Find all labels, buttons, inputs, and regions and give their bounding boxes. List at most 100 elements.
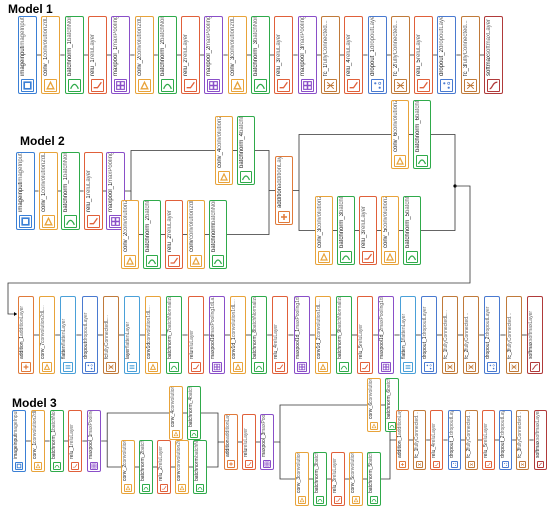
layer-block-relu-2[interactable]: relu_2reluLayer: [165, 200, 183, 269]
layer-block-relu-4[interactable]: relu_4reluLayer: [344, 16, 364, 94]
layer-block-conv-1[interactable]: conv_1convolution2dL...: [30, 410, 45, 472]
layer-block-relu-4[interactable]: relu_4reluLayer: [272, 296, 289, 374]
layer-block-relu-3[interactable]: relu_3reluLayer: [331, 452, 345, 506]
conv-layer-icon: [178, 484, 186, 492]
layer-block-maxpool-1[interactable]: maxpool_1maxPooling2dLa...: [106, 152, 125, 230]
layer-block-relu-3[interactable]: relu_3reluLayer: [359, 196, 377, 265]
layer-block-conv-5[interactable]: conv_5convolution2dL...: [349, 452, 363, 506]
layer-block-flatten[interactable]: flattenflattenLayer: [60, 296, 77, 374]
layer-block-batchnorm-2[interactable]: batchnorm_2batchNormalizat...: [157, 16, 177, 94]
relu-layer-icon: [86, 215, 100, 228]
layer-block-fc-1[interactable]: fc_1fullyConnectedL...: [442, 296, 458, 374]
layer-block-dropout-2[interactable]: dropout_2dropoutLayer: [484, 296, 501, 374]
layer-block-batchnorm-8[interactable]: batchnorm_8batchNormalizat...: [251, 296, 268, 374]
layer-block-batchnorm-9[interactable]: batchnorm_9batchNormalizat...: [336, 296, 352, 374]
layer-block-batchnorm-5[interactable]: batchnorm_5batchNormalizat...: [403, 196, 421, 265]
layer-block-batchnorm-5[interactable]: batchnorm_5batchNormalizat...: [367, 452, 381, 506]
layer-block-dropout-1[interactable]: dropout_1dropoutLayer: [367, 16, 387, 94]
layer-block-maxpool-2[interactable]: maxpool_2maxPooling2dLa...: [204, 16, 224, 94]
layer-block-maxpool1d-1[interactable]: maxpool1d_1maxPooling1dLa...: [293, 296, 310, 374]
layer-block-layer[interactable]: layerflattenLayer: [124, 296, 140, 374]
layer-block-conv-2[interactable]: conv_2convolution2dL...: [121, 200, 139, 269]
layer-block-addition-1[interactable]: addition_1additionLayer: [396, 410, 409, 470]
layer-block-addition[interactable]: additionadditionLayer: [275, 156, 293, 225]
layer-block-batchnorm-3[interactable]: batchnorm_3batchNormalizat...: [337, 196, 355, 265]
layer-block-batchnorm-3[interactable]: batchnorm_3batchNormalizat...: [313, 452, 327, 506]
layer-block-batchnorm-4[interactable]: batchnorm_4batchNormalizat...: [187, 386, 201, 440]
layer-block-conv[interactable]: convconvolution2dL...: [175, 440, 189, 494]
layer-block-dropout-1[interactable]: dropout_1dropoutLayer: [447, 410, 461, 470]
layer-block-conv[interactable]: convconvolution2dL...: [187, 200, 205, 269]
layer-block-batchnorm-1[interactable]: batchnorm_1batchNormalizat...: [49, 410, 64, 472]
layer-block-conv-1[interactable]: conv_1convolution2dL...: [41, 16, 61, 94]
layer-block-batchnorm-6[interactable]: batchnorm_6batchNormalizat...: [413, 100, 431, 169]
layer-block-addition-1[interactable]: addition_1additionLayer: [18, 296, 34, 374]
layer-block-maxpool-3[interactable]: maxpool_3maxPooling2dLa...: [297, 16, 317, 94]
layer-block-batchnorm-2[interactable]: batchnorm_2batchNormalizat...: [143, 200, 161, 269]
layer-block-fc-2[interactable]: fc_2fullyConnected...: [463, 296, 480, 374]
layer-block-fc-2[interactable]: fc_2fullyConnected...: [390, 16, 410, 94]
layer-block-imageinput[interactable]: imageinputimageInputLayer: [16, 152, 35, 230]
layer-block-relu-3[interactable]: relu_3reluLayer: [274, 16, 294, 94]
layer-block-imageinput[interactable]: imageinputimageInputLayer: [18, 16, 37, 94]
layer-block-conv-3[interactable]: conv_3convolution2dL...: [227, 16, 247, 94]
layer-block-batchnorm-2[interactable]: batchnorm_2batchNormalizat...: [139, 440, 153, 494]
layer-block-conv-2[interactable]: conv_2convolution2dL...: [121, 440, 135, 494]
layer-block-conv-6[interactable]: conv_6convolution2dL...: [367, 378, 381, 432]
layer-block-relu[interactable]: relureluLayer: [242, 414, 256, 470]
layer-block-relu-2[interactable]: relu_2reluLayer: [157, 440, 171, 494]
layer-block-relu-5[interactable]: relu_5reluLayer: [482, 410, 495, 470]
layer-block-conv-4[interactable]: conv_4convolution2dL...: [169, 386, 183, 440]
layer-block-maxpool-3[interactable]: maxpool_3maxPooling2dLa...: [260, 414, 274, 470]
layer-block-addition[interactable]: additionadditionLayer: [224, 414, 238, 470]
layer-block-imageinput[interactable]: imageinputimageInputLayer: [12, 410, 26, 472]
layer-block-relu-1[interactable]: relu_1reluLayer: [87, 16, 107, 94]
layer-block-dropout-2[interactable]: dropout_2dropoutLayer: [499, 410, 513, 470]
layer-block-dropout-2[interactable]: dropout_2dropoutLayer: [437, 16, 457, 94]
layer-block-dropout[interactable]: dropoutdropoutLayer: [81, 296, 98, 374]
layer-block-conv-4[interactable]: conv_4convolution2dL...: [215, 116, 233, 185]
layer-block-fc-1[interactable]: fc_1fullyConnected...: [413, 410, 427, 470]
layer-block-conv-3[interactable]: conv_3convolution2dL...: [295, 452, 309, 506]
layer-block-flatten-1[interactable]: flatten_1flattenLayer: [399, 296, 416, 374]
layer-block-maxpool1d[interactable]: maxpool1dmaxPooling1dLa...: [208, 296, 225, 374]
layer-block-relu-1[interactable]: relu_1reluLayer: [83, 152, 103, 230]
layer-block-maxpool-1[interactable]: maxpool_1maxPooling2dLa...: [111, 16, 131, 94]
layer-block-conv-5[interactable]: conv_5convolution2dL...: [381, 196, 399, 265]
layer-block-relu-5[interactable]: relu_5reluLayer: [357, 296, 374, 374]
layer-block-batchnorm-3[interactable]: batchnorm_3batchNormalizat...: [251, 16, 270, 94]
layer-block-fc-1[interactable]: fc_1fullyConnected...: [320, 16, 340, 94]
layer-block-fc-3[interactable]: fc_3fullyConnected...: [505, 296, 522, 374]
layer-block-relu[interactable]: relureluLayer: [187, 296, 204, 374]
layer-block-relu-1[interactable]: relu_1reluLayer: [68, 410, 83, 472]
layer-block-conv-6[interactable]: conv_6convolution2dL...: [391, 100, 409, 169]
layer-block-batchnorm-1[interactable]: batchnorm_1batchNormalizat...: [64, 16, 84, 94]
layer-block-conv-1[interactable]: conv_1convolution2dL...: [38, 152, 58, 230]
layer-block-relu-5[interactable]: relu_5reluLayer: [414, 16, 434, 94]
layer-block-fc[interactable]: fcfullyConnectedL...: [102, 296, 119, 374]
layer-block-batchnorm[interactable]: batchnormbatchNormalizat...: [193, 440, 207, 494]
layer-block-fc-3[interactable]: fc_3fullyConnected...: [516, 410, 530, 470]
layer-block-batchnorm[interactable]: batchnormbatchNormalizat...: [209, 200, 227, 269]
layer-block-conv-2[interactable]: conv_2convolution2dL...: [134, 16, 154, 94]
layer-block-conv1d-1[interactable]: conv1d_1convolution1dL...: [230, 296, 246, 374]
layer-block-softmax[interactable]: softmaxsoftmaxLayer: [533, 410, 547, 470]
layer-block-batchnorm-6[interactable]: batchnorm_6batchNormalizat...: [385, 378, 399, 432]
layer-block-batchnorm-7[interactable]: batchnorm_7batchNormalizat...: [166, 296, 183, 374]
layer-block-softmax[interactable]: softmaxsoftmaxLayer: [526, 296, 543, 374]
layer-block-softmax[interactable]: softmaxsoftmaxLayer: [484, 16, 503, 94]
layer-block-fc-3[interactable]: fc_3fullyConnected...: [460, 16, 480, 94]
layer-block-maxpool-1[interactable]: maxpool_1maxPooling2dLa...: [87, 410, 102, 472]
branch-wire-up: [125, 150, 215, 192]
layer-block-conv1d[interactable]: conv1dconvolution1dL...: [145, 296, 162, 374]
layer-block-maxpool1d-2[interactable]: maxpool1d_2maxPooling1dLa...: [378, 296, 395, 374]
layer-block-fc-2[interactable]: fc_2fullyConnected...: [464, 410, 478, 470]
layer-block-dropout-1[interactable]: dropout_1dropoutLayer: [420, 296, 437, 374]
layer-block-batchnorm-1[interactable]: batchnorm_1batchNormalizat...: [61, 152, 80, 230]
layer-block-conv-7[interactable]: conv_7convolution2dL...: [39, 296, 56, 374]
layer-block-conv-3[interactable]: conv_3convolution2dL...: [315, 196, 333, 265]
layer-block-conv1d-2[interactable]: conv1d_2convolution1dL...: [314, 296, 331, 374]
layer-block-batchnorm-4[interactable]: batchnorm_4batchNormalizat...: [237, 116, 255, 185]
layer-block-relu-4[interactable]: relu_4reluLayer: [430, 410, 444, 470]
layer-block-relu-2[interactable]: relu_2reluLayer: [181, 16, 201, 94]
